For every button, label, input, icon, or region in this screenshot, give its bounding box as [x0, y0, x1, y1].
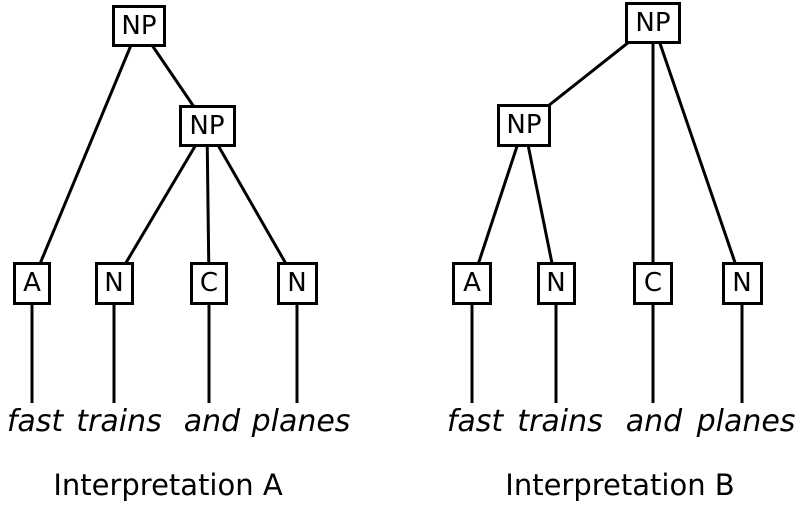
tree-node-n2: N [721, 261, 763, 305]
leaf-word-planes: planes [696, 404, 796, 439]
tree-node-np2: NP [497, 103, 551, 147]
leaf-word-planes: planes [251, 404, 351, 439]
tree-edge [651, 22, 744, 284]
tree-edge [470, 124, 526, 284]
tree-node-n1: N [94, 261, 134, 305]
tree-edge [205, 125, 299, 284]
tree-edge [30, 25, 141, 284]
caption-interpretation-b: Interpretation B [505, 468, 735, 502]
leaf-word-trains: trains [517, 404, 603, 439]
tree-node-np2: NP [178, 105, 236, 147]
tree-node-c1: C [633, 261, 673, 305]
leaf-word-fast: fast [446, 404, 504, 439]
tree-edge [112, 125, 209, 284]
caption-interpretation-a: Interpretation A [53, 468, 283, 502]
tree-node-a1: A [452, 261, 492, 305]
tree-node-n2: N [276, 261, 318, 305]
tree-node-np1: NP [625, 2, 681, 44]
tree-node-a1: A [13, 261, 51, 305]
leaf-word-and: and [183, 404, 241, 439]
tree-edge [205, 125, 211, 284]
leaf-word-trains: trains [76, 404, 162, 439]
tree-node-np1: NP [112, 5, 166, 47]
leaf-word-fast: fast [6, 404, 64, 439]
leaf-word-and: and [625, 404, 683, 439]
tree-node-c1: C [190, 261, 228, 305]
tree-node-n1: N [536, 261, 576, 305]
tree-edge [522, 124, 558, 284]
